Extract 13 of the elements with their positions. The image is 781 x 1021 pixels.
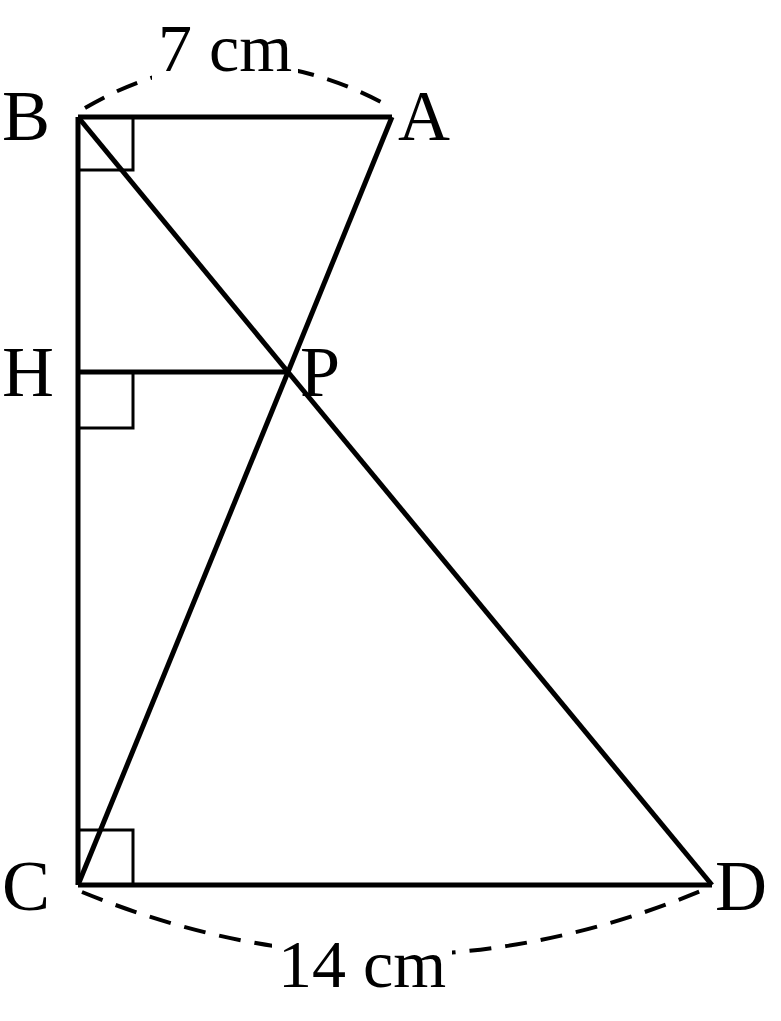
point-label: C [2,850,51,922]
line-segment [78,882,712,888]
line-segment [75,372,81,885]
point-label: D [715,850,767,922]
line-segment [78,369,288,375]
point-label: B [2,80,51,152]
line-segment [286,370,714,887]
point-label: A [398,80,450,152]
line-segment [78,114,392,120]
point-label: H [2,336,54,408]
line-segment [75,117,81,372]
line-segment [285,116,395,373]
point-label: P [300,336,341,408]
